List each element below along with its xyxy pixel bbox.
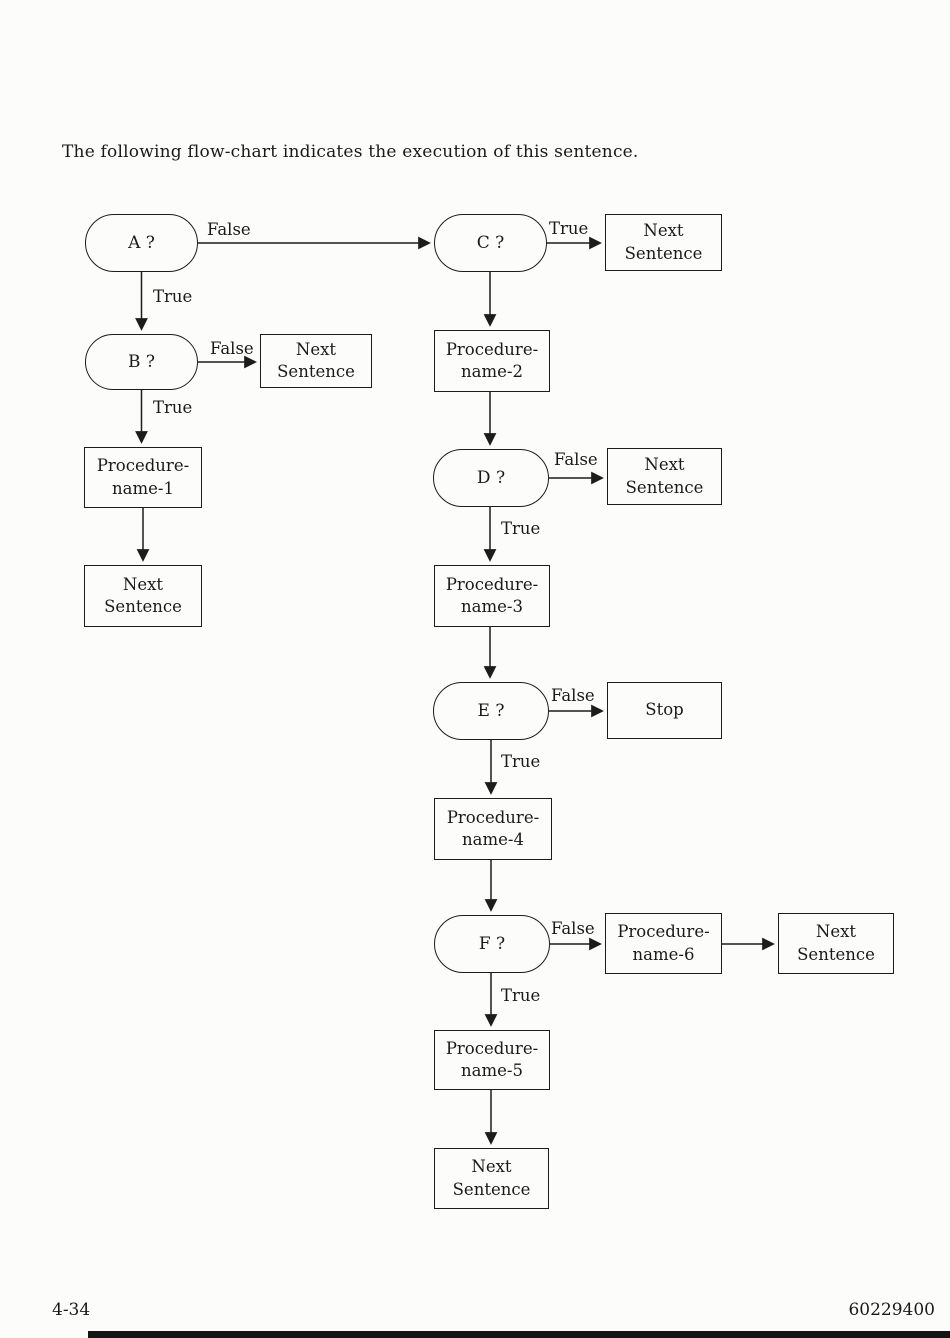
- decision-e-label: E ?: [477, 701, 505, 721]
- box-line: Next: [295, 339, 337, 359]
- edge-label-a-false: False: [207, 220, 251, 239]
- edge-label-b-false: False: [210, 339, 254, 358]
- box-procedure-name-4: Procedure- name-4: [434, 798, 552, 860]
- box-procedure-name-2: Procedure- name-2: [434, 330, 550, 392]
- box-next-sentence-left-column: Next Sentence: [84, 565, 202, 627]
- decision-f: F ?: [434, 915, 550, 973]
- edge-label-e-true: True: [501, 752, 541, 771]
- decision-a-label: A ?: [128, 233, 155, 253]
- box-line: Next: [471, 1157, 512, 1177]
- edge-label-c-true: True: [549, 219, 589, 238]
- box-line: Next: [815, 922, 857, 942]
- decision-c: C ?: [434, 214, 547, 272]
- decision-d-label: D ?: [476, 468, 506, 488]
- decision-a: A ?: [85, 214, 198, 272]
- page-number: 4-34: [52, 1300, 91, 1320]
- box-line: Sentence: [277, 362, 355, 381]
- decision-c-label: C ?: [476, 233, 505, 253]
- box-line: Procedure-: [445, 339, 539, 359]
- decision-d: D ?: [433, 449, 549, 507]
- box-line: Next: [644, 455, 685, 475]
- edge-label-e-false: False: [551, 686, 595, 705]
- box-line: name-6: [632, 944, 695, 964]
- decision-f-label: F ?: [478, 934, 506, 954]
- box-next-sentence-bottom: Next Sentence: [434, 1148, 549, 1209]
- scan-artifact-bar: [88, 1331, 950, 1338]
- edge-label-d-true: True: [501, 519, 541, 538]
- edge-label-f-false: False: [551, 919, 595, 938]
- document-number: 60229400: [848, 1300, 935, 1320]
- box-procedure-name-5: Procedure- name-5: [434, 1030, 550, 1090]
- box-line: Next: [643, 221, 684, 241]
- box-line: Sentence: [797, 944, 875, 964]
- box-line: Next: [122, 574, 164, 594]
- edge-label-f-true: True: [501, 986, 541, 1005]
- box-next-sentence-from-b: Next Sentence: [260, 334, 372, 388]
- box-procedure-name-6: Procedure- name-6: [605, 913, 722, 974]
- edge-label-d-false: False: [554, 450, 598, 469]
- box-procedure-name-3: Procedure- name-3: [434, 565, 550, 627]
- box-line: Procedure-: [96, 456, 190, 476]
- decision-b: B ?: [85, 334, 198, 390]
- decision-b-label: B ?: [127, 352, 155, 372]
- box-line: Stop: [645, 700, 684, 720]
- box-next-sentence-from-c: Next Sentence: [605, 214, 722, 271]
- box-line: Sentence: [104, 597, 182, 616]
- box-line: Procedure-: [445, 574, 539, 594]
- box-next-sentence-from-proc6: Next Sentence: [778, 913, 894, 974]
- box-line: name-5: [461, 1061, 523, 1080]
- box-line: Sentence: [625, 477, 704, 497]
- box-line: Sentence: [452, 1179, 531, 1199]
- box-line: Procedure-: [445, 1038, 539, 1058]
- decision-e: E ?: [433, 682, 549, 740]
- edge-label-b-true: True: [153, 398, 193, 417]
- box-line: Sentence: [624, 243, 703, 263]
- box-stop: Stop: [607, 682, 722, 739]
- box-line: name-2: [461, 362, 523, 381]
- box-line: name-4: [462, 830, 524, 849]
- box-next-sentence-from-d: Next Sentence: [607, 448, 722, 505]
- box-procedure-name-1: Procedure- name-1: [84, 447, 202, 508]
- edge-label-a-true: True: [153, 287, 193, 306]
- box-line: Procedure-: [446, 807, 540, 827]
- intro-text: The following flow-chart indicates the e…: [62, 142, 639, 162]
- box-line: name-1: [112, 478, 174, 498]
- box-line: name-3: [461, 597, 523, 616]
- box-line: Procedure-: [617, 922, 710, 942]
